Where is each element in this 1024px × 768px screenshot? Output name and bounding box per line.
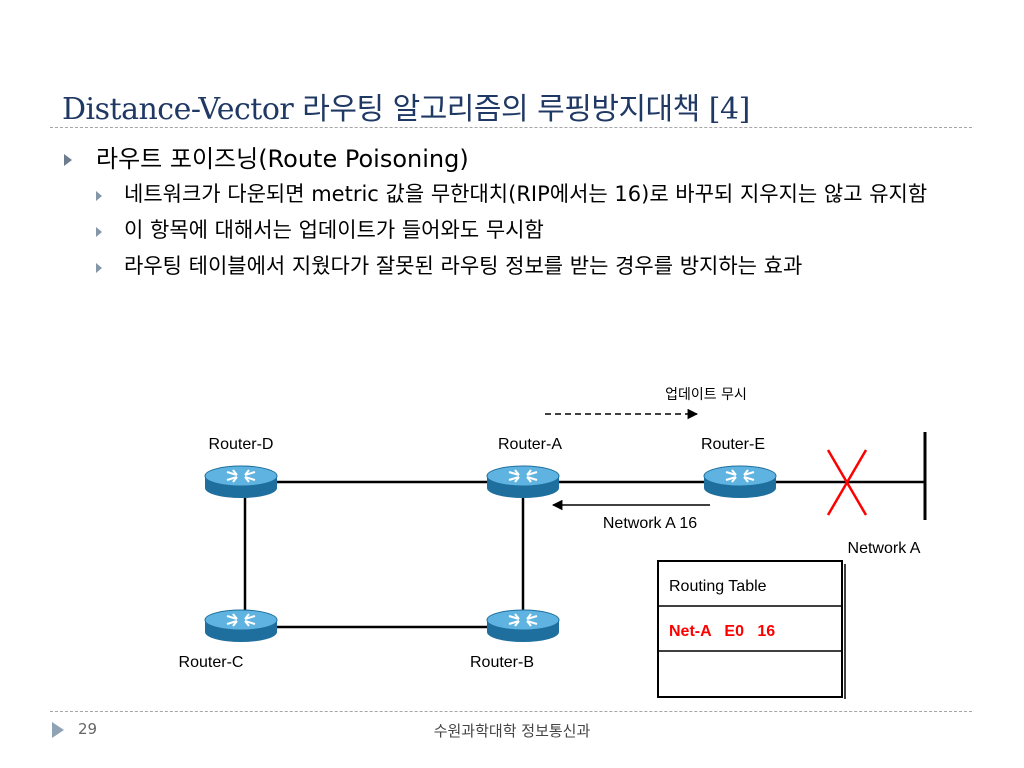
- failure-x-icon: [826, 449, 868, 516]
- sub-bullet-text: 이 항목에 대해서는 업데이트가 들어와도 무시함: [124, 218, 544, 242]
- bullet-arrow-icon: [64, 154, 72, 166]
- bullet-text: 라우트 포이즈닝(Route Poisoning): [96, 145, 469, 173]
- footer-divider: [50, 711, 972, 712]
- routing-table: Routing Table Net-A E0 16: [657, 560, 846, 699]
- sub-bullet: 라우팅 테이블에서 지웠다가 잘못된 라우팅 정보를 받는 경우를 방지하는 효…: [60, 252, 970, 281]
- network-a16-label: Network A 16: [603, 515, 697, 532]
- page-number: 29: [78, 720, 98, 738]
- bullet-route-poisoning: 라우트 포이즈닝(Route Poisoning): [60, 142, 970, 176]
- router-label-c: Router-C: [179, 654, 244, 671]
- router-icon: [486, 609, 560, 643]
- footer-org: 수원과학대학 정보통신과: [433, 722, 591, 740]
- routing-table-entry: Net-A E0 16: [669, 623, 775, 640]
- ignore-update-label: 업데이트 무시: [665, 387, 747, 403]
- sub-bullet-arrow-icon: [96, 191, 102, 201]
- sub-bullet-arrow-icon: [96, 227, 102, 237]
- sub-bullet: 이 항목에 대해서는 업데이트가 들어와도 무시함: [60, 216, 970, 245]
- router-icon: [486, 465, 560, 499]
- sub-bullet-text: 라우팅 테이블에서 지웠다가 잘못된 라우팅 정보를 받는 경우를 방지하는 효…: [124, 254, 803, 278]
- router-icon: [204, 465, 278, 499]
- network-a-label: Network A: [848, 540, 921, 557]
- router-label-d: Router-D: [209, 436, 274, 453]
- router-label-e: Router-E: [701, 436, 765, 453]
- sub-bullet: 네트워크가 다운되면 metric 값을 무한대치(RIP에서는 16)로 바꾸…: [60, 180, 970, 209]
- slide-title: Distance-Vector 라우팅 알고리즘의 루핑방지대책 [4]: [62, 92, 750, 127]
- router-icon: [204, 609, 278, 643]
- routing-table-header: Routing Table: [669, 578, 767, 595]
- footer-arrow-icon: [52, 722, 64, 738]
- router-icon: [703, 465, 777, 499]
- sub-bullet-arrow-icon: [96, 263, 102, 273]
- bullet-list: 라우트 포이즈닝(Route Poisoning) 네트워크가 다운되면 met…: [60, 142, 970, 288]
- router-label-b: Router-B: [470, 654, 534, 671]
- router-label-a: Router-A: [498, 436, 562, 453]
- title-divider: [50, 127, 972, 128]
- sub-bullet-text: 네트워크가 다운되면 metric 값을 무한대치(RIP에서는 16)로 바꾸…: [124, 182, 928, 206]
